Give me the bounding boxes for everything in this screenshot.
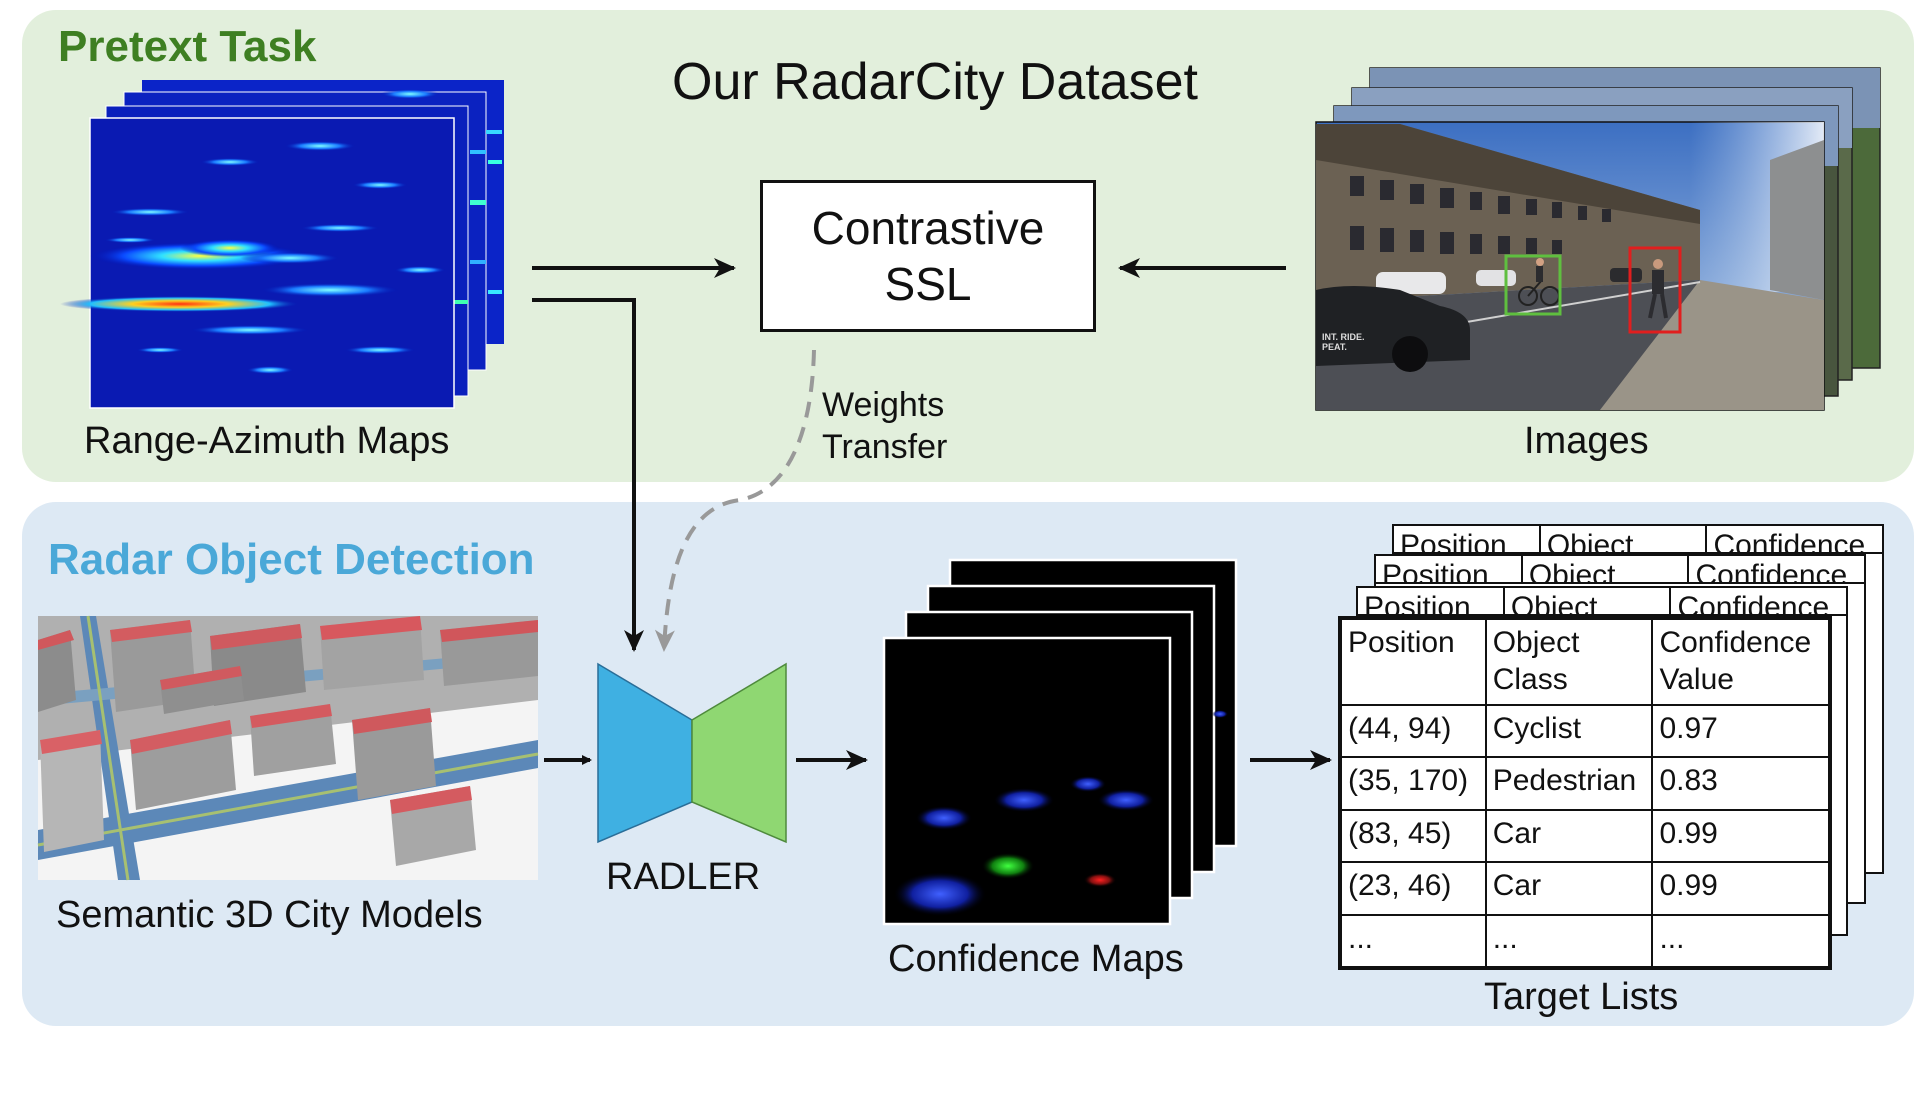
weights-line-1: Weights [822, 386, 945, 424]
back3-h2: Object [1541, 526, 1708, 552]
target-list-back-2-header: Position Object Confidence [1374, 554, 1866, 584]
back1-h2: Object [1505, 588, 1672, 614]
confidence-maps-label: Confidence Maps [888, 938, 1184, 980]
contrastive-ssl-box: Contrastive SSL [760, 180, 1096, 332]
pedestrian-figure [1648, 259, 1668, 319]
weights-line-2: Transfer [822, 428, 948, 466]
header-position: Position [1340, 618, 1487, 706]
images-label: Images [1524, 420, 1649, 462]
target-lists-label: Target Lists [1484, 976, 1679, 1018]
radler-label: RADLER [606, 856, 761, 898]
car-text-1: INT. RIDE. [1322, 332, 1365, 342]
back1-h3: Confidence [1677, 591, 1830, 616]
back2-h2: Object [1523, 556, 1690, 582]
radler-model [597, 662, 787, 844]
back3-h3: Confidence [1713, 529, 1866, 554]
radler-encoder [597, 662, 693, 844]
pedestrian-bbox [1628, 246, 1682, 334]
table-row: ... ... ... [1340, 913, 1830, 969]
city-model-image [37, 615, 539, 881]
detection-title: Radar Object Detection [48, 535, 535, 584]
weights-transfer-arrow [654, 349, 816, 652]
image-front: INT. RIDE. PEAT. [1315, 121, 1825, 411]
ra-map-blobs [60, 141, 446, 374]
range-azimuth-label: Range-Azimuth Maps [84, 420, 450, 462]
back2-h1: Position [1376, 556, 1523, 582]
car-text-2: PEAT. [1322, 342, 1347, 352]
range-azimuth-stack [60, 80, 504, 409]
confidence-maps-stack [882, 558, 1238, 926]
radler-decoder [691, 662, 787, 844]
ssl-line-2: SSL [884, 258, 972, 310]
pretext-title: Pretext Task [58, 22, 317, 71]
table-row: (23, 46) Car 0.99 [1340, 861, 1830, 916]
back1-h1: Position [1358, 588, 1505, 614]
dataset-title: Our RadarCity Dataset [672, 53, 1198, 111]
target-list-back-1-header: Position Object Confidence [1356, 586, 1848, 616]
table-row: (35, 170) Pedestrian 0.83 [1340, 756, 1830, 811]
images-stack: INT. RIDE. PEAT. [1315, 67, 1881, 411]
table-row: (44, 94) Cyclist 0.97 [1340, 703, 1830, 759]
target-list-back-3-header: Position Object Confidence [1392, 524, 1884, 554]
city-models-label: Semantic 3D City Models [56, 894, 483, 936]
cyclist-bbox [1504, 254, 1562, 316]
ssl-line-1: Contrastive [811, 202, 1045, 254]
back3-h1: Position [1394, 526, 1541, 552]
back2-h3: Confidence [1695, 559, 1848, 584]
table-row: (83, 45) Car 0.99 [1340, 808, 1830, 864]
ra-to-radler-arrow [532, 298, 644, 652]
